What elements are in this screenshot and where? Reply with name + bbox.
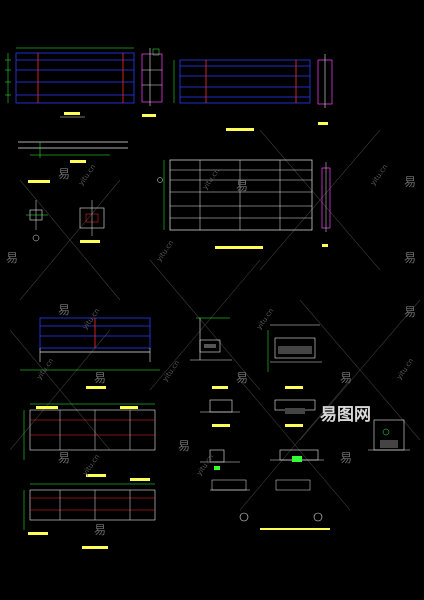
elevation-drawing-3 (157, 159, 313, 249)
site-logo: 易图网 (320, 405, 371, 425)
section-detail-1 (141, 48, 163, 117)
watermark-char: 易 (178, 439, 190, 453)
watermark-text: 易 易 易 易 易 易 易 易 易 易 易 易 易 易 yitu.cn yitu… (6, 163, 416, 537)
callout-markers (210, 479, 330, 530)
watermark-char: 易 (58, 451, 70, 465)
plan-drawing-2 (23, 478, 156, 549)
node-detail-left (26, 200, 105, 243)
watermark-site: yitu.cn (35, 357, 55, 381)
watermark-char: 易 (404, 305, 416, 319)
section-detail-6 (368, 419, 410, 451)
watermark-char: 易 (94, 371, 106, 385)
watermark-site: yitu.cn (201, 167, 221, 191)
watermark-char: 易 (58, 303, 70, 317)
watermark-site: yitu.cn (369, 163, 389, 187)
watermark-char: 易 (340, 451, 352, 465)
watermark-site: yitu.cn (195, 453, 215, 477)
post-detail (190, 317, 232, 389)
watermark-char: 易 (404, 251, 416, 265)
foundation-detail (267, 324, 322, 389)
section-detail-2 (317, 54, 333, 125)
watermark-char: 易 (94, 523, 106, 537)
watermark-site: yitu.cn (81, 307, 101, 331)
watermark-char: 易 (340, 371, 352, 385)
watermark-site: yitu.cn (255, 307, 275, 331)
watermark-site: yitu.cn (77, 163, 97, 187)
watermark-char: 易 (404, 175, 416, 189)
watermark-grid (9, 129, 421, 511)
elevation-drawing-1 (5, 47, 135, 118)
watermark-site: yitu.cn (155, 239, 175, 263)
watermark-char: 易 (236, 371, 248, 385)
watermark-site: yitu.cn (161, 359, 181, 383)
elevation-drawing-4 (20, 317, 160, 389)
section-detail-5 (270, 399, 324, 462)
plan-drawing-1 (23, 403, 156, 477)
watermark-site: yitu.cn (81, 453, 101, 477)
watermark-char: 易 (58, 167, 70, 181)
section-detail-3 (321, 162, 331, 247)
elevation-drawing-2 (173, 59, 311, 131)
plan-detail-small (18, 141, 128, 183)
watermark-site: yitu.cn (395, 357, 415, 381)
watermark-char: 易 (236, 179, 248, 193)
logo-text: 易图网 (320, 405, 371, 425)
watermark-char: 易 (6, 251, 18, 265)
section-detail-4 (200, 399, 240, 470)
